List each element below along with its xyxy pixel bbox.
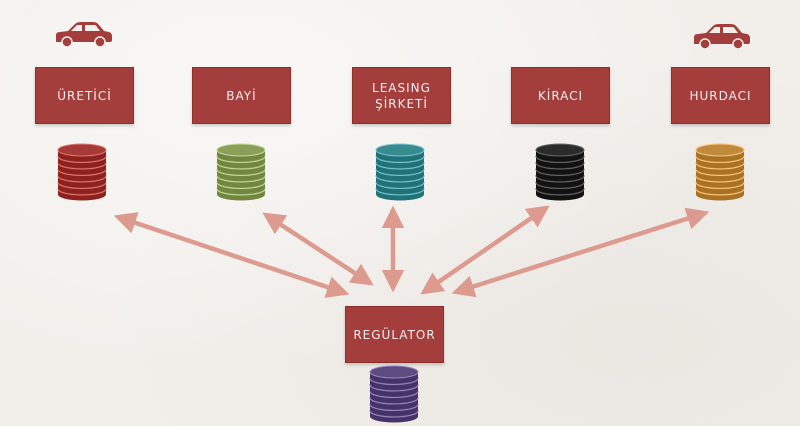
database-hurdaci-icon [695,143,745,201]
database-regulator-icon [369,365,419,423]
database-leasing-icon [375,143,425,201]
arrow-hurdaci-regulator [451,207,710,298]
node-label: REGÜLATOR [353,327,436,342]
arrow-kiraci-regulator [420,205,550,295]
arrow-bayi-regulator [262,212,374,286]
node-label: HURDACI [689,88,752,103]
node-regulator: REGÜLATOR [345,306,444,363]
node-leasing-sirketi: LEASING ŞİRKETİ [352,67,451,124]
node-label: BAYİ [226,88,257,103]
node-kiraci: KİRACI [511,67,610,124]
database-bayi-icon [216,143,266,201]
node-label: KİRACI [537,88,584,103]
node-hurdaci: HURDACI [671,67,770,124]
arrow-uretici-regulator [113,212,350,298]
arrows-layer [113,205,710,298]
node-uretici: ÜRETİCİ [35,67,134,124]
databases-layer [57,143,745,423]
node-bayi: BAYİ [192,67,291,124]
database-kiraci-icon [535,143,585,201]
car-icon [694,24,750,50]
database-uretici-icon [57,143,107,201]
node-label: ÜRETİCİ [57,88,112,103]
car-icon [56,22,112,48]
node-label: LEASING ŞİRKETİ [372,80,431,111]
